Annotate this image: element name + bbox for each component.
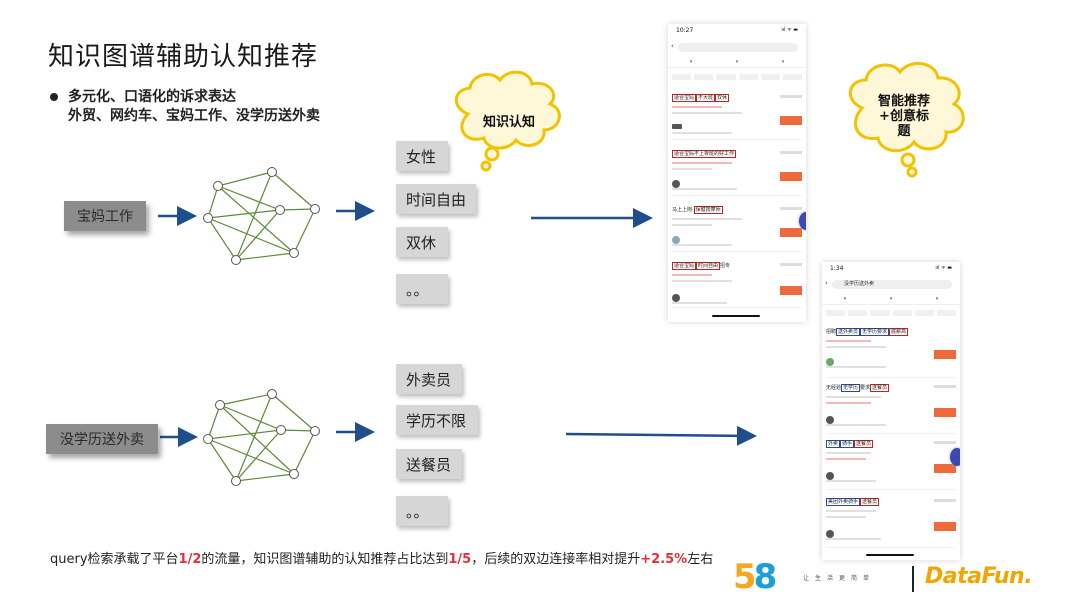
page-title: 知识图谱辅助认知推荐 <box>48 42 319 72</box>
cloud-recommend-line3: 题 <box>897 124 911 139</box>
floating-action-icon[interactable] <box>799 212 806 230</box>
floating-action-icon[interactable] <box>950 448 960 466</box>
tag-bottom-4: 。。 <box>396 496 448 526</box>
tag-top-4: 。。 <box>396 274 448 304</box>
apply-button[interactable] <box>780 116 802 125</box>
job-card-title: 无经验无学历要求送餐员 <box>826 384 890 392</box>
job-card[interactable]: 适合宝妈不上夜班的好工作 <box>672 150 802 196</box>
query-text-bottom: 没学历送外卖 <box>60 432 144 448</box>
tag-top-1: 女性 <box>396 141 448 171</box>
bullet-line-2: 外贸、网约车、宝妈工作、没学历送外卖 <box>68 108 320 124</box>
job-card-title: 适合宝妈时间自由招专 <box>672 262 731 270</box>
cloud-cognition-label: 知识认知 <box>482 115 535 130</box>
cloud-recommend <box>849 62 965 178</box>
job-card[interactable]: 外卖骑手送餐员 <box>826 440 956 490</box>
job-card-title: 适合宝妈不上夜班的好工作 <box>672 150 737 158</box>
job-card-title: 外卖骑手送餐员 <box>826 440 874 448</box>
query-box-bottom: 没学历送外卖 <box>46 424 158 454</box>
bullet-list: 多元化、口语化的诉求表达 外贸、网约车、宝妈工作、没学历送外卖 <box>50 88 320 126</box>
phone-screenshot-top: 10:27 ııl ᯤ ▬ ‹ ▾▾▾ 适合宝妈不大班双休 适合宝妈不上夜班的好… <box>668 24 806 322</box>
job-card[interactable]: 马上上岗·保健按摩师 <box>672 206 802 252</box>
arrow-tags-to-phone-bottom <box>565 425 757 446</box>
phone-bottom-filter-bar[interactable]: ▾▾▾ <box>822 293 960 305</box>
job-card[interactable]: 招聘送外卖员无学历要求底薪高 <box>826 328 956 378</box>
apply-button[interactable] <box>934 408 956 417</box>
job-card-title: 马上上岗·保健按摩师 <box>672 206 723 214</box>
cloud-cognition <box>454 70 561 172</box>
apply-button[interactable] <box>934 350 956 359</box>
logo-58-slogan: 让生活更简单 <box>803 575 876 582</box>
logo-datafun: DataFun. <box>925 564 1033 589</box>
tag-bottom-2: 学历不限 <box>396 405 478 435</box>
bullet-dot <box>50 93 58 101</box>
cloud-recommend-line1: 智能推荐 <box>877 94 930 109</box>
tag-top-2: 时间自由 <box>396 184 476 214</box>
tag-top-3: 双休 <box>396 227 448 257</box>
back-icon[interactable]: ‹ <box>671 42 674 50</box>
knowledge-graph-top <box>207 171 316 261</box>
phone-bottom-search-input[interactable]: 没学历送外卖 <box>832 280 952 289</box>
query-box-top: 宝妈工作 <box>64 201 146 231</box>
apply-button[interactable] <box>934 464 956 473</box>
bullet-line-1: 多元化、口语化的诉求表达 <box>68 89 236 105</box>
footer-summary: query检索承载了平台1/2的流量，知识图谱辅助的认知推荐占比达到1/5，后续… <box>50 552 714 567</box>
tag-bottom-1: 外卖员 <box>396 364 462 394</box>
apply-button[interactable] <box>780 228 802 237</box>
job-card[interactable]: 无经验无学历要求送餐员 <box>826 384 956 434</box>
home-indicator <box>712 315 760 317</box>
knowledge-graph-bottom-nodes <box>203 389 320 486</box>
phone-top-time: 10:27 <box>676 27 694 34</box>
apply-button[interactable] <box>780 286 802 295</box>
phone-bottom-status-icons: ııl ᯤ ▬ <box>935 265 952 271</box>
phone-screenshot-bottom: 1:34 ııl ᯤ ▬ ‹ 没学历送外卖 ▾▾▾ 招聘送外卖员无学历要求底薪高… <box>822 262 960 560</box>
phone-top-search-input[interactable] <box>678 43 798 52</box>
phone-top-chips[interactable] <box>672 74 803 82</box>
back-icon[interactable]: ‹ <box>825 279 828 287</box>
job-card-title: 适合宝妈不大班双休 <box>672 94 730 102</box>
phone-top-status-icons: ııl ᯤ ▬ <box>781 27 798 33</box>
cloud-recommend-line2: +创意标 <box>879 109 929 124</box>
job-card[interactable]: 适合宝妈不大班双休 <box>672 94 802 140</box>
job-card[interactable]: 适合宝妈时间自由招专 <box>672 262 802 308</box>
job-card[interactable]: 美团外卖骑手送餐员 <box>826 498 956 548</box>
tag-bottom-3: 送餐员 <box>396 449 462 479</box>
query-text-top: 宝妈工作 <box>77 209 133 225</box>
knowledge-graph-top-nodes <box>203 167 320 265</box>
phone-bottom-time: 1:34 <box>830 265 844 272</box>
home-indicator <box>866 554 914 556</box>
apply-button[interactable] <box>780 172 802 181</box>
phone-bottom-chips[interactable] <box>826 310 957 318</box>
logo-divider <box>912 566 914 592</box>
phone-top-filter-bar[interactable]: ▾▾▾ <box>668 56 806 68</box>
cloud-recommend-label: 智能推荐 +创意标 题 <box>866 94 942 139</box>
apply-button[interactable] <box>934 522 956 531</box>
logo-58: 58 <box>733 557 777 597</box>
job-card-title: 招聘送外卖员无学历要求底薪高 <box>826 328 909 336</box>
job-card-title: 美团外卖骑手送餐员 <box>826 498 880 506</box>
knowledge-graph-bottom <box>207 393 316 482</box>
